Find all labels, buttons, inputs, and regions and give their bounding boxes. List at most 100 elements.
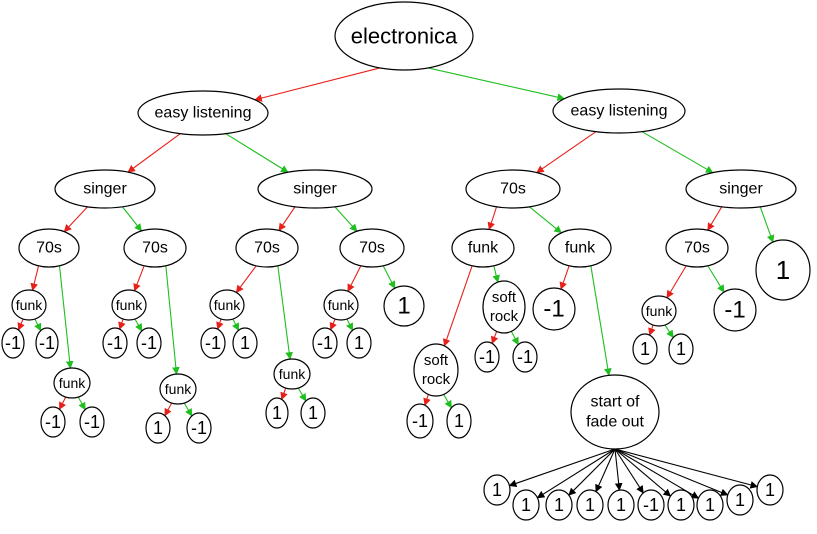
node-a1x-g-l: -1: [40, 406, 66, 438]
node-label: 1: [272, 403, 282, 423]
edge-b1-to-b1y: [529, 206, 562, 234]
node-label: soft: [424, 352, 449, 369]
node-b2x-f-l: 1: [632, 333, 658, 365]
edge-b1y_fade-to-fade_5: [614, 448, 623, 491]
node-a2y-f-r: 1: [346, 327, 372, 359]
node-label: singer: [719, 181, 763, 198]
node-b1x-sr2: soft rock: [413, 343, 459, 397]
node-label: -1: [107, 333, 123, 353]
node-label: 1: [354, 333, 364, 353]
node-label: 70s: [359, 240, 385, 257]
node-label: 1: [153, 418, 163, 438]
node-b1x-sr1-r: -1: [512, 341, 538, 373]
node-b1: 70s: [465, 169, 561, 209]
edge-a2x_g-to-a2x_g_l: [280, 387, 288, 401]
node-label: 1: [676, 339, 686, 359]
node-label: 70s: [254, 240, 280, 257]
edge-a1-to-a1y: [122, 206, 142, 232]
node-label: soft: [492, 289, 517, 306]
node-b2: singer: [685, 169, 797, 209]
node-b2x-m1: -1: [713, 288, 757, 332]
node-a1x-f-r: -1: [35, 327, 59, 359]
node-label: -1: [317, 333, 333, 353]
node-a2y-f: funk: [323, 289, 359, 321]
edge-b2x-to-b2x_m1: [707, 265, 725, 293]
node-label: -1: [39, 333, 55, 353]
node-a1x-f-l: -1: [1, 327, 25, 359]
node-label: 70s: [500, 181, 526, 198]
node-label: easy listening: [155, 105, 252, 122]
edge-a1x_g-to-a1x_g_r: [77, 396, 86, 411]
node-b2x-f-r: 1: [668, 333, 694, 365]
node-fade-2: 1: [512, 489, 540, 521]
edge-a1y_f-to-a1y_f_r: [134, 318, 143, 332]
node-a2: singer: [257, 169, 373, 209]
node-a1x: 70s: [18, 228, 80, 268]
node-fade-4: 1: [576, 489, 604, 521]
node-label: funk: [468, 240, 499, 257]
node-label: funk: [279, 366, 306, 382]
node-b: easy listening: [552, 88, 686, 134]
node-a1: singer: [54, 169, 156, 209]
edge-a2-to-a2x: [278, 206, 296, 232]
edge-b1y-to-b1y_fade: [590, 265, 612, 377]
node-root: electronica: [334, 1, 474, 71]
edge-a2x_g-to-a2x_g_r: [297, 387, 307, 402]
edge-b1x_sr1-to-b1x_sr1_r: [510, 331, 519, 346]
node-a1y-f-r: -1: [136, 327, 162, 359]
node-label: funk: [565, 240, 596, 257]
edge-b2-to-b2_r: [759, 206, 775, 243]
node-a1y-f: funk: [111, 289, 147, 321]
edge-a1x_f-to-a1x_f_r: [34, 318, 42, 332]
node-label: 1: [240, 333, 250, 353]
node-label: 1: [776, 255, 790, 285]
node-a2x-g: funk: [273, 358, 311, 390]
edge-a2x_f-to-a2x_f_r: [232, 318, 240, 331]
node-label: 1: [397, 293, 410, 320]
node-a1x-f: funk: [11, 289, 47, 321]
node-label: funk: [646, 303, 673, 319]
node-label: 70s: [36, 240, 62, 257]
node-label: 1: [616, 495, 626, 515]
node-a1x-g: funk: [53, 367, 91, 399]
edge-b1y_fade-to-fade_6: [614, 448, 644, 494]
edge-b1x_sr2-to-b1x_sr2_l: [423, 394, 431, 406]
node-label: funk: [165, 381, 192, 397]
edge-b1y_fade-to-fade_1: [508, 448, 616, 488]
edges-layer: [17, 67, 775, 499]
node-label: rock: [422, 371, 451, 388]
node-label: 1: [640, 339, 650, 359]
node-b2x: 70s: [665, 228, 729, 268]
node-label: 1: [308, 403, 318, 423]
edge-b-to-b2: [641, 131, 714, 174]
node-b1y-m1: -1: [532, 287, 576, 331]
edge-a2y_f-to-a2y_f_r: [346, 318, 354, 331]
edge-a1x-to-a1x_g: [58, 265, 74, 369]
node-label: -1: [45, 412, 61, 432]
node-a: easy listening: [137, 90, 269, 136]
node-label: -1: [479, 347, 495, 367]
node-a1y: 70s: [123, 228, 187, 268]
edge-a1x_g-to-a1x_g_l: [58, 396, 67, 411]
node-b1x-sr1-l: -1: [474, 341, 500, 373]
node-a1y-f-l: -1: [102, 327, 128, 359]
edge-a-to-a1: [127, 133, 181, 173]
node-label: 1: [585, 495, 595, 515]
node-label: 70s: [142, 240, 168, 257]
node-a2x-g-r: 1: [300, 397, 326, 429]
node-label: -1: [412, 411, 428, 431]
node-label: electronica: [351, 24, 458, 49]
node-label: funk: [328, 297, 355, 313]
node-label: funk: [116, 297, 143, 313]
edge-a1x_f-to-a1x_f_l: [17, 318, 25, 331]
node-fade-10: 1: [756, 474, 784, 506]
node-a1x-g-r: -1: [79, 406, 105, 438]
edge-b1y_fade-to-fade_9: [614, 448, 729, 496]
node-b1x-sr2-r: 1: [446, 403, 472, 439]
edge-a1y-to-a1y_g: [165, 265, 180, 375]
node-label: 1: [676, 495, 686, 515]
node-b1x: funk: [451, 228, 515, 268]
edge-b1x_sr2-to-b1x_sr2_r: [443, 394, 452, 409]
edge-a1y-to-a1y_f: [133, 265, 145, 292]
node-b2x-f: funk: [641, 295, 677, 327]
